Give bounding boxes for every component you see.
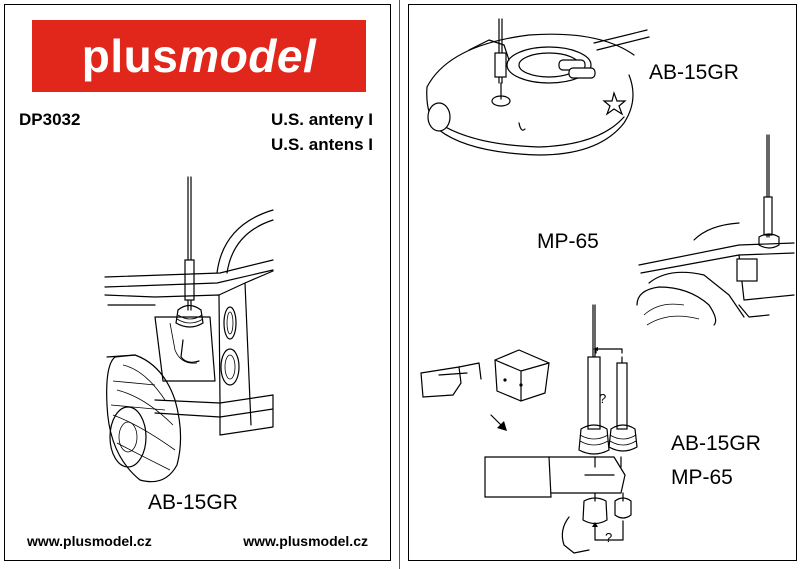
label-tank-ab-15gr: AB-15GR [649, 61, 739, 84]
label-ab-15gr: AB-15GR [148, 491, 238, 514]
left-sheet: plusmodel DP3032 U.S. anteny I U.S. ante… [4, 4, 391, 561]
footer-url-left: www.plusmodel.cz [27, 533, 152, 549]
title-czech: U.S. anteny I [270, 110, 373, 129]
question-mark-lower: ? [605, 530, 613, 545]
label-assembly-ab-15gr: AB-15GR [671, 432, 761, 455]
tank-turret-illustration [426, 18, 650, 156]
footer-url-right: www.plusmodel.cz [243, 533, 368, 549]
instructions-illustrations [420, 18, 795, 554]
label-assembly-mp-65: MP-65 [671, 466, 733, 489]
plusmodel-logo: plusmodel [32, 20, 366, 92]
logo-text-plus: plus [81, 30, 179, 82]
product-code: DP3032 [19, 110, 81, 129]
right-sheet: AB-15GR MP-65 AB-15GR MP-65 ? ? [408, 4, 797, 561]
assembly-diagram [420, 304, 638, 554]
title-english: U.S. antens I [270, 135, 373, 154]
sheet-separator [399, 0, 400, 569]
jeep-mp65-illustration [636, 134, 795, 326]
question-mark-upper: ? [599, 391, 607, 406]
logo-text-model: model [178, 30, 317, 82]
label-jeep-mp-65: MP-65 [537, 230, 599, 253]
jeep-antenna-illustration [104, 176, 274, 483]
